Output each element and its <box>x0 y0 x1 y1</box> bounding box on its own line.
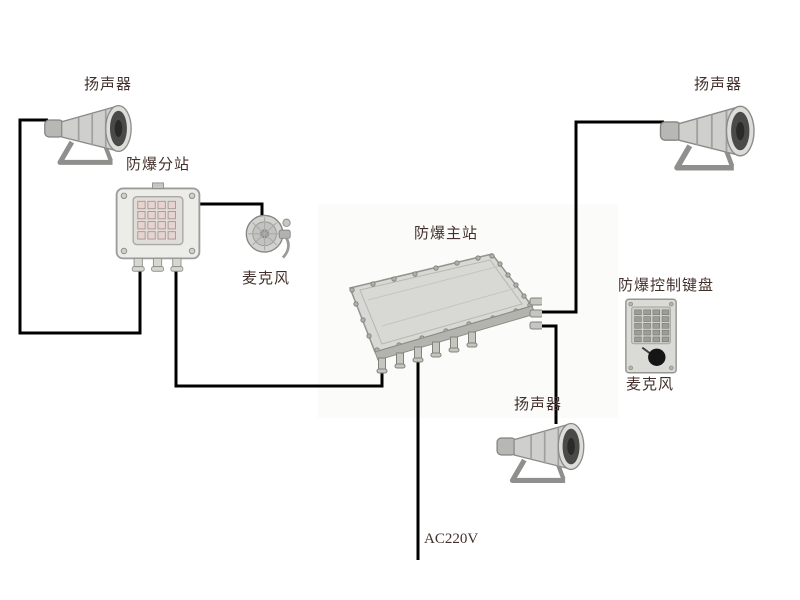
label-power: AC220V <box>424 531 479 547</box>
label-speaker-top-right: 扬声器 <box>694 77 743 93</box>
microphone-left-image <box>238 210 304 274</box>
label-speaker-bottom: 扬声器 <box>514 397 563 413</box>
label-main-station: 防爆主站 <box>414 226 479 242</box>
label-microphone-right: 麦克风 <box>626 377 675 393</box>
substation-image <box>112 180 204 276</box>
wire-main-to-speaker-bottom <box>542 324 558 424</box>
wire-speaker-top-right <box>542 120 664 314</box>
label-control-keyboard: 防爆控制键盘 <box>618 278 715 294</box>
speaker-bottom-image <box>492 413 594 491</box>
speaker-top-right-image <box>655 98 765 176</box>
wire-substation-to-main <box>174 271 384 388</box>
label-speaker-top-left: 扬声器 <box>84 77 133 93</box>
main-station-image <box>342 248 542 378</box>
label-microphone-left: 麦克风 <box>242 271 291 287</box>
control-keyboard-image <box>622 297 680 375</box>
wire-speaker-top-left <box>18 118 142 335</box>
speaker-top-left-image <box>38 98 143 170</box>
label-substation: 防爆分站 <box>126 157 191 173</box>
